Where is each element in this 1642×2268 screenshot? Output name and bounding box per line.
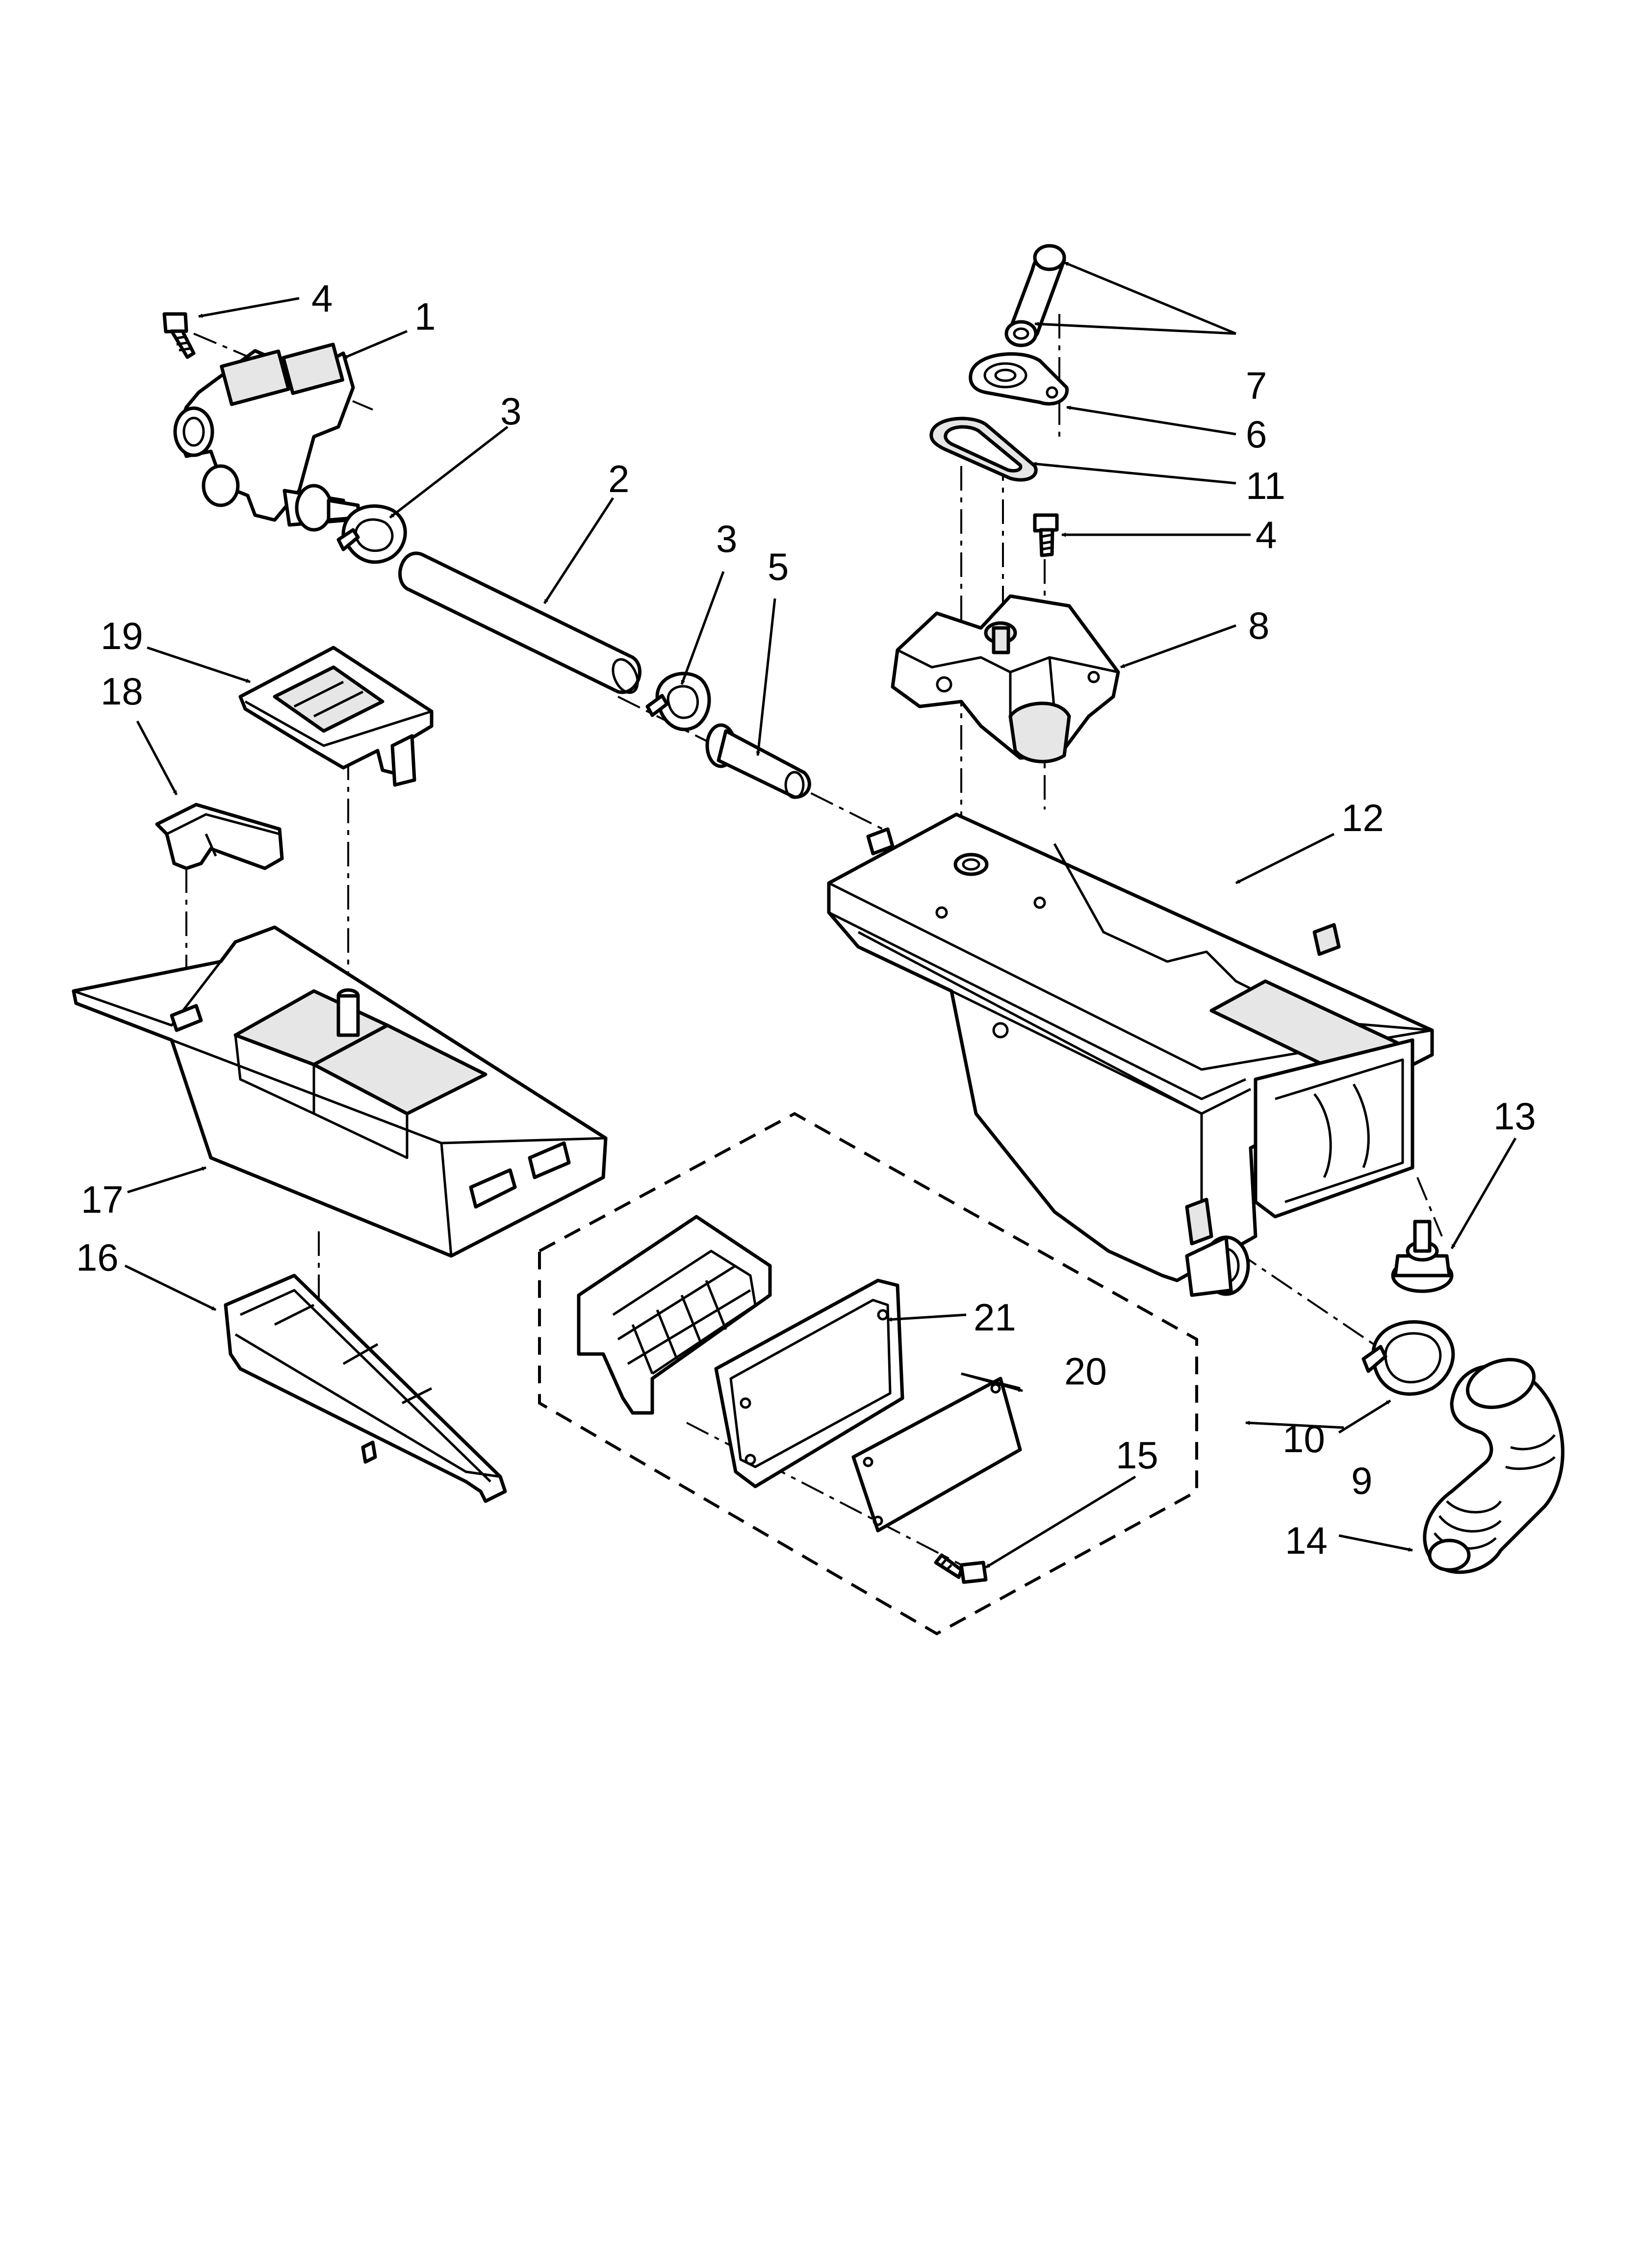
inlet-valve — [173, 342, 360, 532]
actuator-lever — [1004, 244, 1066, 347]
callout-12: 12 — [1341, 796, 1384, 839]
callout-9: 9 — [1351, 1459, 1372, 1502]
pressure-valve — [1391, 1220, 1454, 1293]
inlet-hose — [398, 551, 641, 694]
drain-bellows-hose — [1423, 1357, 1565, 1574]
callout-21: 21 — [974, 1296, 1016, 1339]
gasket-plate — [929, 417, 1038, 482]
inlet-nozzle — [705, 723, 811, 799]
dispenser-motor — [891, 594, 1120, 763]
callout-labels: 4 1 3 2 3 5 7 6 11 4 8 12 19 18 17 16 13… — [76, 277, 1536, 1562]
callout-20: 20 — [1064, 1350, 1107, 1393]
drip-tray — [224, 1274, 507, 1503]
leader-lines — [124, 261, 1517, 1569]
callout-8: 8 — [1248, 604, 1269, 647]
callout-17: 17 — [81, 1178, 124, 1221]
callout-1: 1 — [414, 295, 436, 338]
drawer-front-grille — [577, 1215, 772, 1415]
callout-2: 2 — [608, 457, 629, 500]
drawer-trim-plate — [851, 1377, 1022, 1533]
callout-11: 11 — [1246, 464, 1285, 507]
callout-19: 19 — [101, 614, 143, 657]
screw-upper-left — [162, 312, 196, 359]
dispenser-housing — [827, 812, 1434, 1297]
callout-3-middle: 3 — [716, 517, 737, 560]
callout-6: 6 — [1246, 413, 1267, 456]
drawer-face-plate — [714, 1278, 904, 1488]
callout-13: 13 — [1493, 1095, 1536, 1138]
callout-4-upper: 4 — [311, 277, 333, 320]
callout-3-left: 3 — [500, 390, 521, 433]
callout-16: 16 — [76, 1236, 119, 1279]
dispenser-lid-insert — [238, 646, 434, 787]
callout-15: 15 — [1116, 1434, 1158, 1477]
hose-clamp-right — [1361, 1320, 1455, 1396]
callout-14: 14 — [1285, 1519, 1328, 1562]
callout-18: 18 — [101, 670, 143, 713]
screw-kit — [934, 1553, 988, 1584]
retainer-clip — [155, 803, 284, 870]
kit-9-outline — [538, 1112, 1198, 1636]
screw-right — [1033, 513, 1059, 557]
callout-10: 10 — [1283, 1417, 1325, 1460]
callout-5: 5 — [768, 545, 789, 588]
hose-clamp-middle — [645, 672, 711, 731]
callout-4-right: 4 — [1256, 513, 1277, 556]
callout-7: 7 — [1246, 364, 1267, 407]
hose-clamp-left — [336, 504, 407, 564]
dispenser-drawer — [72, 925, 608, 1258]
cam-plate — [969, 352, 1069, 406]
